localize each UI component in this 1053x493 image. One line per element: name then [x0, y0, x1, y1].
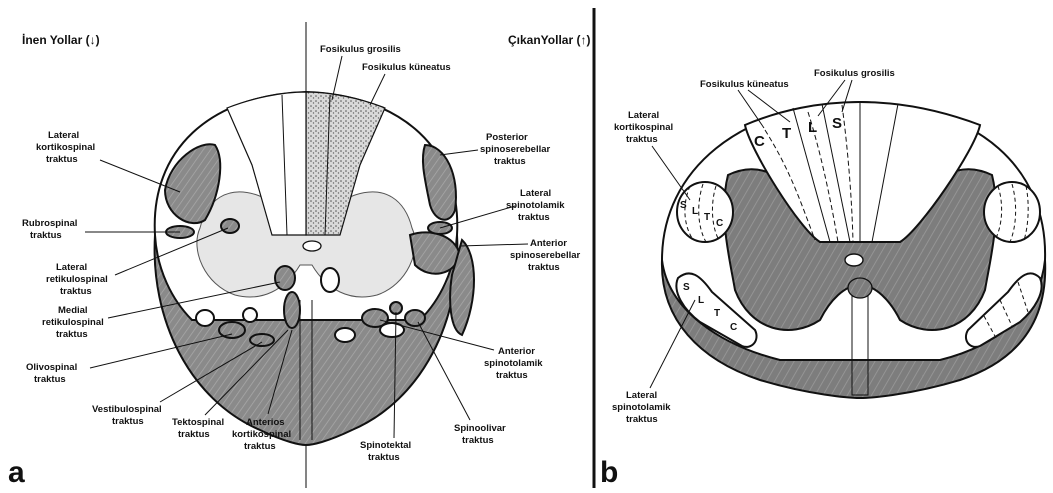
segment-T: T	[782, 125, 791, 142]
tract-label: C	[716, 218, 723, 229]
segment-L: L	[808, 119, 817, 136]
label-spino-olivary: Spinoolivar	[454, 423, 506, 434]
tract-label: S	[683, 282, 690, 293]
label-spinotectal: Spinotektal	[360, 440, 411, 451]
label-anterior-spinocerebellar: Anterior	[530, 238, 567, 249]
tract-label: traktus	[34, 374, 66, 385]
tract-label: traktus	[368, 452, 400, 463]
tract-label: kortikospinal	[614, 122, 673, 133]
tract-label: traktus	[46, 154, 78, 165]
tract-label: traktus	[462, 435, 494, 446]
label-fasciculus-cuneatus: Fosikulus küneatus	[362, 62, 451, 73]
tract-label: S	[680, 200, 687, 211]
label-b-lateral-corticospinal: Lateral	[628, 110, 659, 121]
tract-label: T	[714, 308, 720, 319]
tract-label: traktus	[30, 230, 62, 241]
label-vestibulospinal: Vestibulospinal	[92, 404, 162, 415]
tract-label: traktus	[244, 441, 276, 452]
tract-label: T	[704, 212, 710, 223]
label-lateral-reticulospinal: Lateral	[56, 262, 87, 273]
central-canal	[303, 241, 321, 251]
ascending-header: ÇıkanYollar (↑)	[508, 33, 590, 47]
label-posterior-spinocerebellar: Posterior	[486, 132, 528, 143]
tract-label: traktus	[626, 134, 658, 145]
segment-C: C	[754, 133, 765, 150]
tract-label: L	[698, 295, 704, 306]
panel-b: C T L S S L T C S L T C Fosikulus küneat…	[600, 68, 1045, 489]
tract-label: spinoserebellar	[510, 250, 581, 261]
tract-label: traktus	[60, 286, 92, 297]
label-b-fasciculus-gracilis: Fosikulus grosilis	[814, 68, 895, 79]
label-olivospinal: Olivospinal	[26, 362, 77, 373]
tract-label: C	[730, 322, 737, 333]
label-rubrospinal: Rubrospinal	[22, 218, 77, 229]
label-medial-reticulospinal: Medial	[58, 305, 88, 316]
label-fasciculus-gracilis: Fosikulus grosilis	[320, 44, 401, 55]
tract-label: retikulospinal	[46, 274, 108, 285]
tract-label: kortikospinal	[232, 429, 291, 440]
tract-label: traktus	[56, 329, 88, 340]
tract-label: traktus	[626, 414, 658, 425]
label-lateral-corticospinal: Lateral	[48, 130, 79, 141]
lateral-corticospinal-b-right	[984, 182, 1040, 242]
spino-olivary-tract	[405, 310, 425, 326]
tract-label: traktus	[528, 262, 560, 273]
tract-label: spinoserebellar	[480, 144, 551, 155]
tract-label: retikulospinal	[42, 317, 104, 328]
tract-label: spinotolamik	[612, 402, 671, 413]
panel-b-letter: b	[600, 456, 618, 489]
label-anterior-spinothalamic: Anterior	[498, 346, 535, 357]
label-tectospinal: Tektospinal	[172, 417, 224, 428]
panel-a: İnen Yollar (↓) ÇıkanYollar (↑) a Latera…	[8, 22, 590, 489]
tract-label: spinotolamik	[484, 358, 543, 369]
segment-S: S	[832, 115, 842, 132]
tract-label: L	[692, 206, 698, 217]
medial-reticulospinal-tract	[275, 266, 295, 290]
tract-label: traktus	[178, 429, 210, 440]
label-lateral-spinothalamic: Lateral	[520, 188, 551, 199]
tract-label: spinotolamik	[506, 200, 565, 211]
tract-label: kortikospinal	[36, 142, 95, 153]
tract-label: traktus	[112, 416, 144, 427]
anterior-corticospinal-tract	[284, 292, 300, 328]
central-canal-b	[845, 254, 863, 266]
panel-a-letter: a	[8, 456, 25, 489]
descending-header: İnen Yollar (↓)	[22, 32, 100, 47]
tract-label: traktus	[496, 370, 528, 381]
tract-label: traktus	[518, 212, 550, 223]
label-b-fasciculus-cuneatus: Fosikulus küneatus	[700, 79, 789, 90]
label-b-lateral-spinothalamic: Lateral	[626, 390, 657, 401]
label-anterior-corticospinal: Anterios	[246, 417, 285, 428]
tract-label: traktus	[494, 156, 526, 167]
